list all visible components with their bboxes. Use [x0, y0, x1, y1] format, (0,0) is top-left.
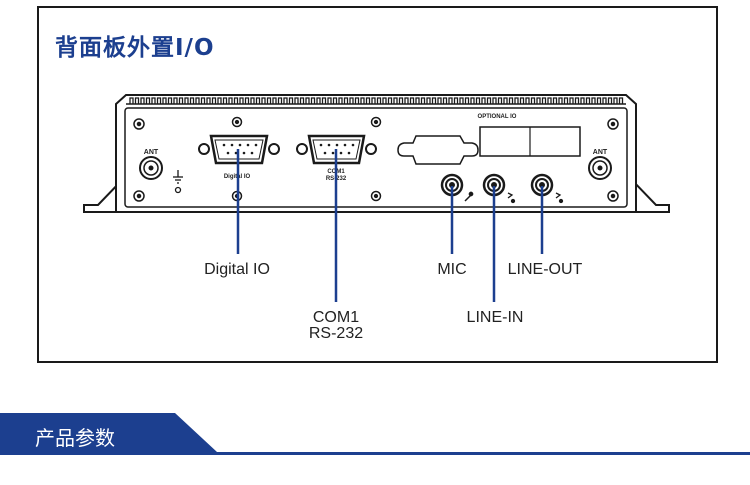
line-in-callout: LINE-IN [467, 309, 524, 326]
section-header-bar [0, 413, 750, 455]
line-out-callout: LINE-OUT [508, 261, 583, 278]
com1-callout: COM1 [313, 309, 359, 326]
left-mounting-bracket [83, 177, 127, 213]
page-title: 背面板外置I/O [55, 35, 215, 61]
optional-io-label: OPTIONAL IO [478, 114, 517, 120]
section-title: 产品参数 [35, 426, 115, 450]
digital-io-callout: Digital IO [204, 261, 270, 278]
ant-right-label: ANT [593, 149, 608, 156]
ground-icon [173, 170, 183, 194]
ant-right-connector: ANT [588, 149, 612, 180]
rs232-callout: RS-232 [309, 325, 363, 342]
ant-left-connector: ANT [139, 149, 163, 180]
mic-icon [464, 191, 474, 202]
ant-left-label: ANT [144, 149, 159, 156]
line-out-icon [555, 192, 564, 204]
heatsink-fin [129, 97, 624, 104]
line-in-icon [507, 192, 516, 204]
heatsink-fins [129, 97, 624, 104]
right-mounting-bracket [627, 177, 670, 213]
optional-db-cutout [397, 135, 479, 165]
line-in-jack [482, 173, 506, 197]
mic-callout: MIC [437, 261, 466, 278]
